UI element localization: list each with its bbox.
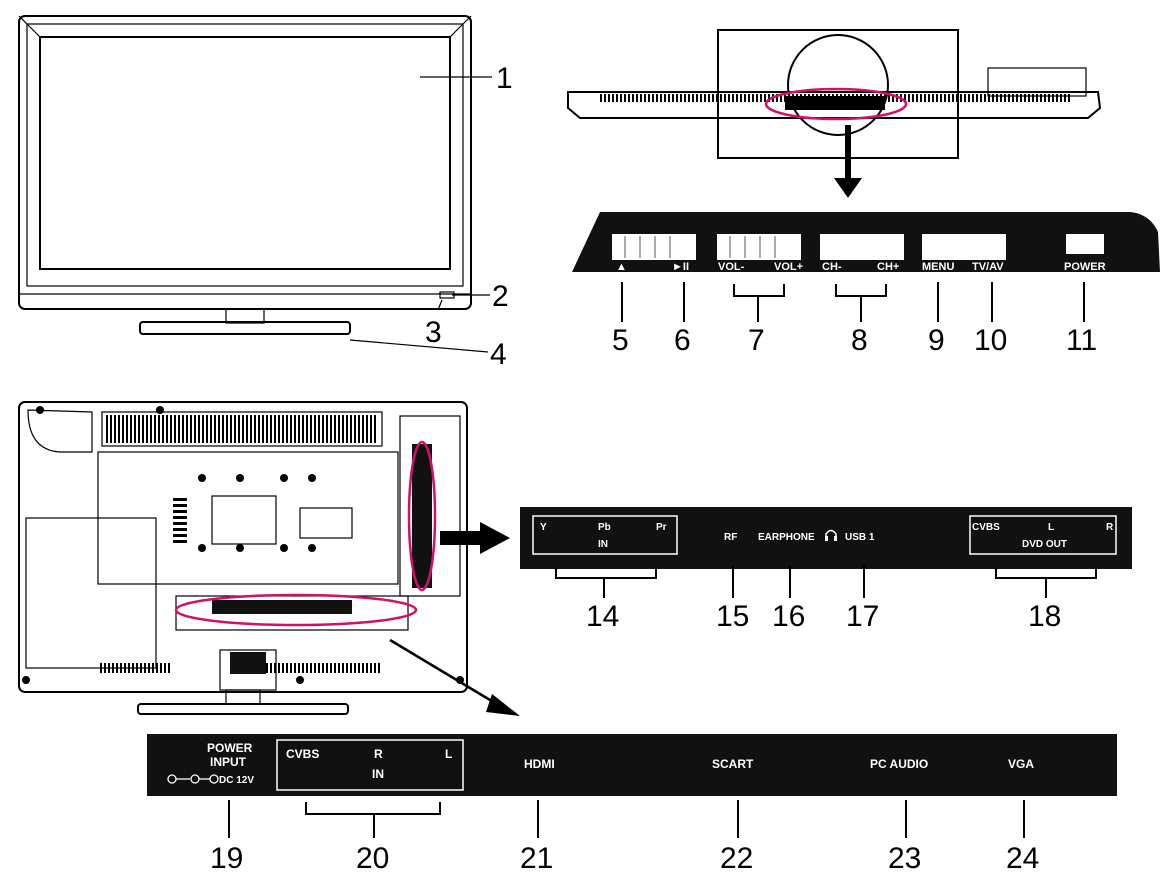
callout-22: 22 — [720, 842, 753, 875]
callout-20: 20 — [356, 842, 389, 875]
pb-label: Pb — [598, 522, 611, 533]
vga-label: VGA — [1008, 757, 1034, 771]
bottom-io-highlight-ellipse — [174, 593, 418, 627]
y-label: Y — [540, 522, 547, 533]
play-label: ►II — [672, 261, 689, 273]
callout-10: 10 — [974, 324, 1007, 357]
av-cvbs-label: CVBS — [286, 747, 319, 761]
callout-15: 15 — [716, 600, 749, 633]
top-highlight-ellipse — [764, 87, 908, 121]
tv-back-body — [18, 401, 468, 693]
power-button[interactable] — [1066, 234, 1104, 254]
usb-label: USB 1 — [845, 532, 875, 543]
callout-23: 23 — [888, 842, 921, 875]
callout-16: 16 — [772, 600, 805, 633]
dc-input-label: INPUT — [210, 755, 247, 769]
headphone-icon — [825, 529, 837, 541]
ch-minus-label: CH- — [822, 261, 842, 273]
back-vent-top — [101, 411, 383, 447]
callout-4: 4 — [490, 338, 507, 371]
rf-label: RF — [724, 532, 737, 543]
menu-label: MENU — [922, 261, 954, 273]
callout-3: 3 — [425, 316, 442, 349]
side-io-panel: Y Pb Pr IN RF EARPHONE USB 1 CVBS L R DV… — [520, 507, 1132, 633]
dvd-r-label: R — [1106, 522, 1114, 533]
tv-stand-base — [139, 321, 351, 335]
tv-bezel-outer — [18, 15, 472, 310]
callout-1: 1 — [496, 62, 513, 95]
callout-21: 21 — [520, 842, 553, 875]
callout-24: 24 — [1006, 842, 1039, 875]
back-view — [18, 401, 520, 716]
callout-17: 17 — [846, 600, 879, 633]
dc-power-label: POWER — [207, 741, 253, 755]
dvd-out-label: DVD OUT — [1022, 539, 1067, 550]
front-view: 1 2 3 4 — [18, 15, 513, 371]
callout-9: 9 — [928, 324, 945, 357]
tv-top-body — [567, 91, 1102, 119]
power-label: POWER — [1064, 261, 1106, 273]
hdmi-label: HDMI — [524, 757, 555, 771]
side-control-panel: ▲ ►II VOL- VOL+ CH- CH+ MENU TV/AV POWER… — [572, 212, 1160, 357]
menu-button[interactable] — [922, 234, 1006, 260]
dvd-l-label: L — [1048, 522, 1054, 533]
pc-audio-label: PC AUDIO — [870, 757, 928, 771]
pr-label: Pr — [656, 522, 667, 533]
vol-minus-label: VOL- — [718, 261, 745, 273]
callout-8: 8 — [851, 324, 868, 357]
callout-5: 5 — [612, 324, 629, 357]
av-l-label: L — [445, 747, 452, 761]
bottom-io-strip — [147, 734, 1117, 796]
top-view — [567, 29, 1102, 198]
callout-7: 7 — [748, 324, 765, 357]
av-r-label: R — [374, 747, 383, 761]
tv-screen — [39, 36, 451, 270]
dvd-cvbs-label: CVBS — [972, 522, 1000, 533]
eject-label: ▲ — [616, 261, 627, 273]
side-io-highlight-ellipse — [407, 440, 437, 592]
scart-label: SCART — [712, 757, 754, 771]
eject-button[interactable] — [612, 234, 696, 260]
earphone-label: EARPHONE — [758, 532, 815, 543]
component-in-label: IN — [598, 539, 608, 550]
tvav-label: TV/AV — [972, 261, 1004, 273]
av-in-label: IN — [372, 767, 384, 781]
callout-6: 6 — [674, 324, 691, 357]
callout-18: 18 — [1028, 600, 1061, 633]
back-stand-base — [137, 703, 349, 715]
front-sensor — [439, 291, 455, 299]
callout-11: 11 — [1066, 324, 1097, 357]
vol-button[interactable] — [717, 234, 801, 260]
ch-plus-label: CH+ — [877, 261, 899, 273]
bottom-io-panel: POWER INPUT DC 12V CVBS R L IN HDMI SCAR… — [147, 734, 1117, 875]
ch-button[interactable] — [820, 234, 904, 260]
vol-plus-label: VOL+ — [774, 261, 803, 273]
callout-2: 2 — [492, 280, 509, 313]
dc-voltage-label: DC 12V — [219, 775, 254, 786]
callout-14: 14 — [586, 600, 619, 633]
polarity-icon — [167, 774, 219, 784]
callout-19: 19 — [210, 842, 243, 875]
